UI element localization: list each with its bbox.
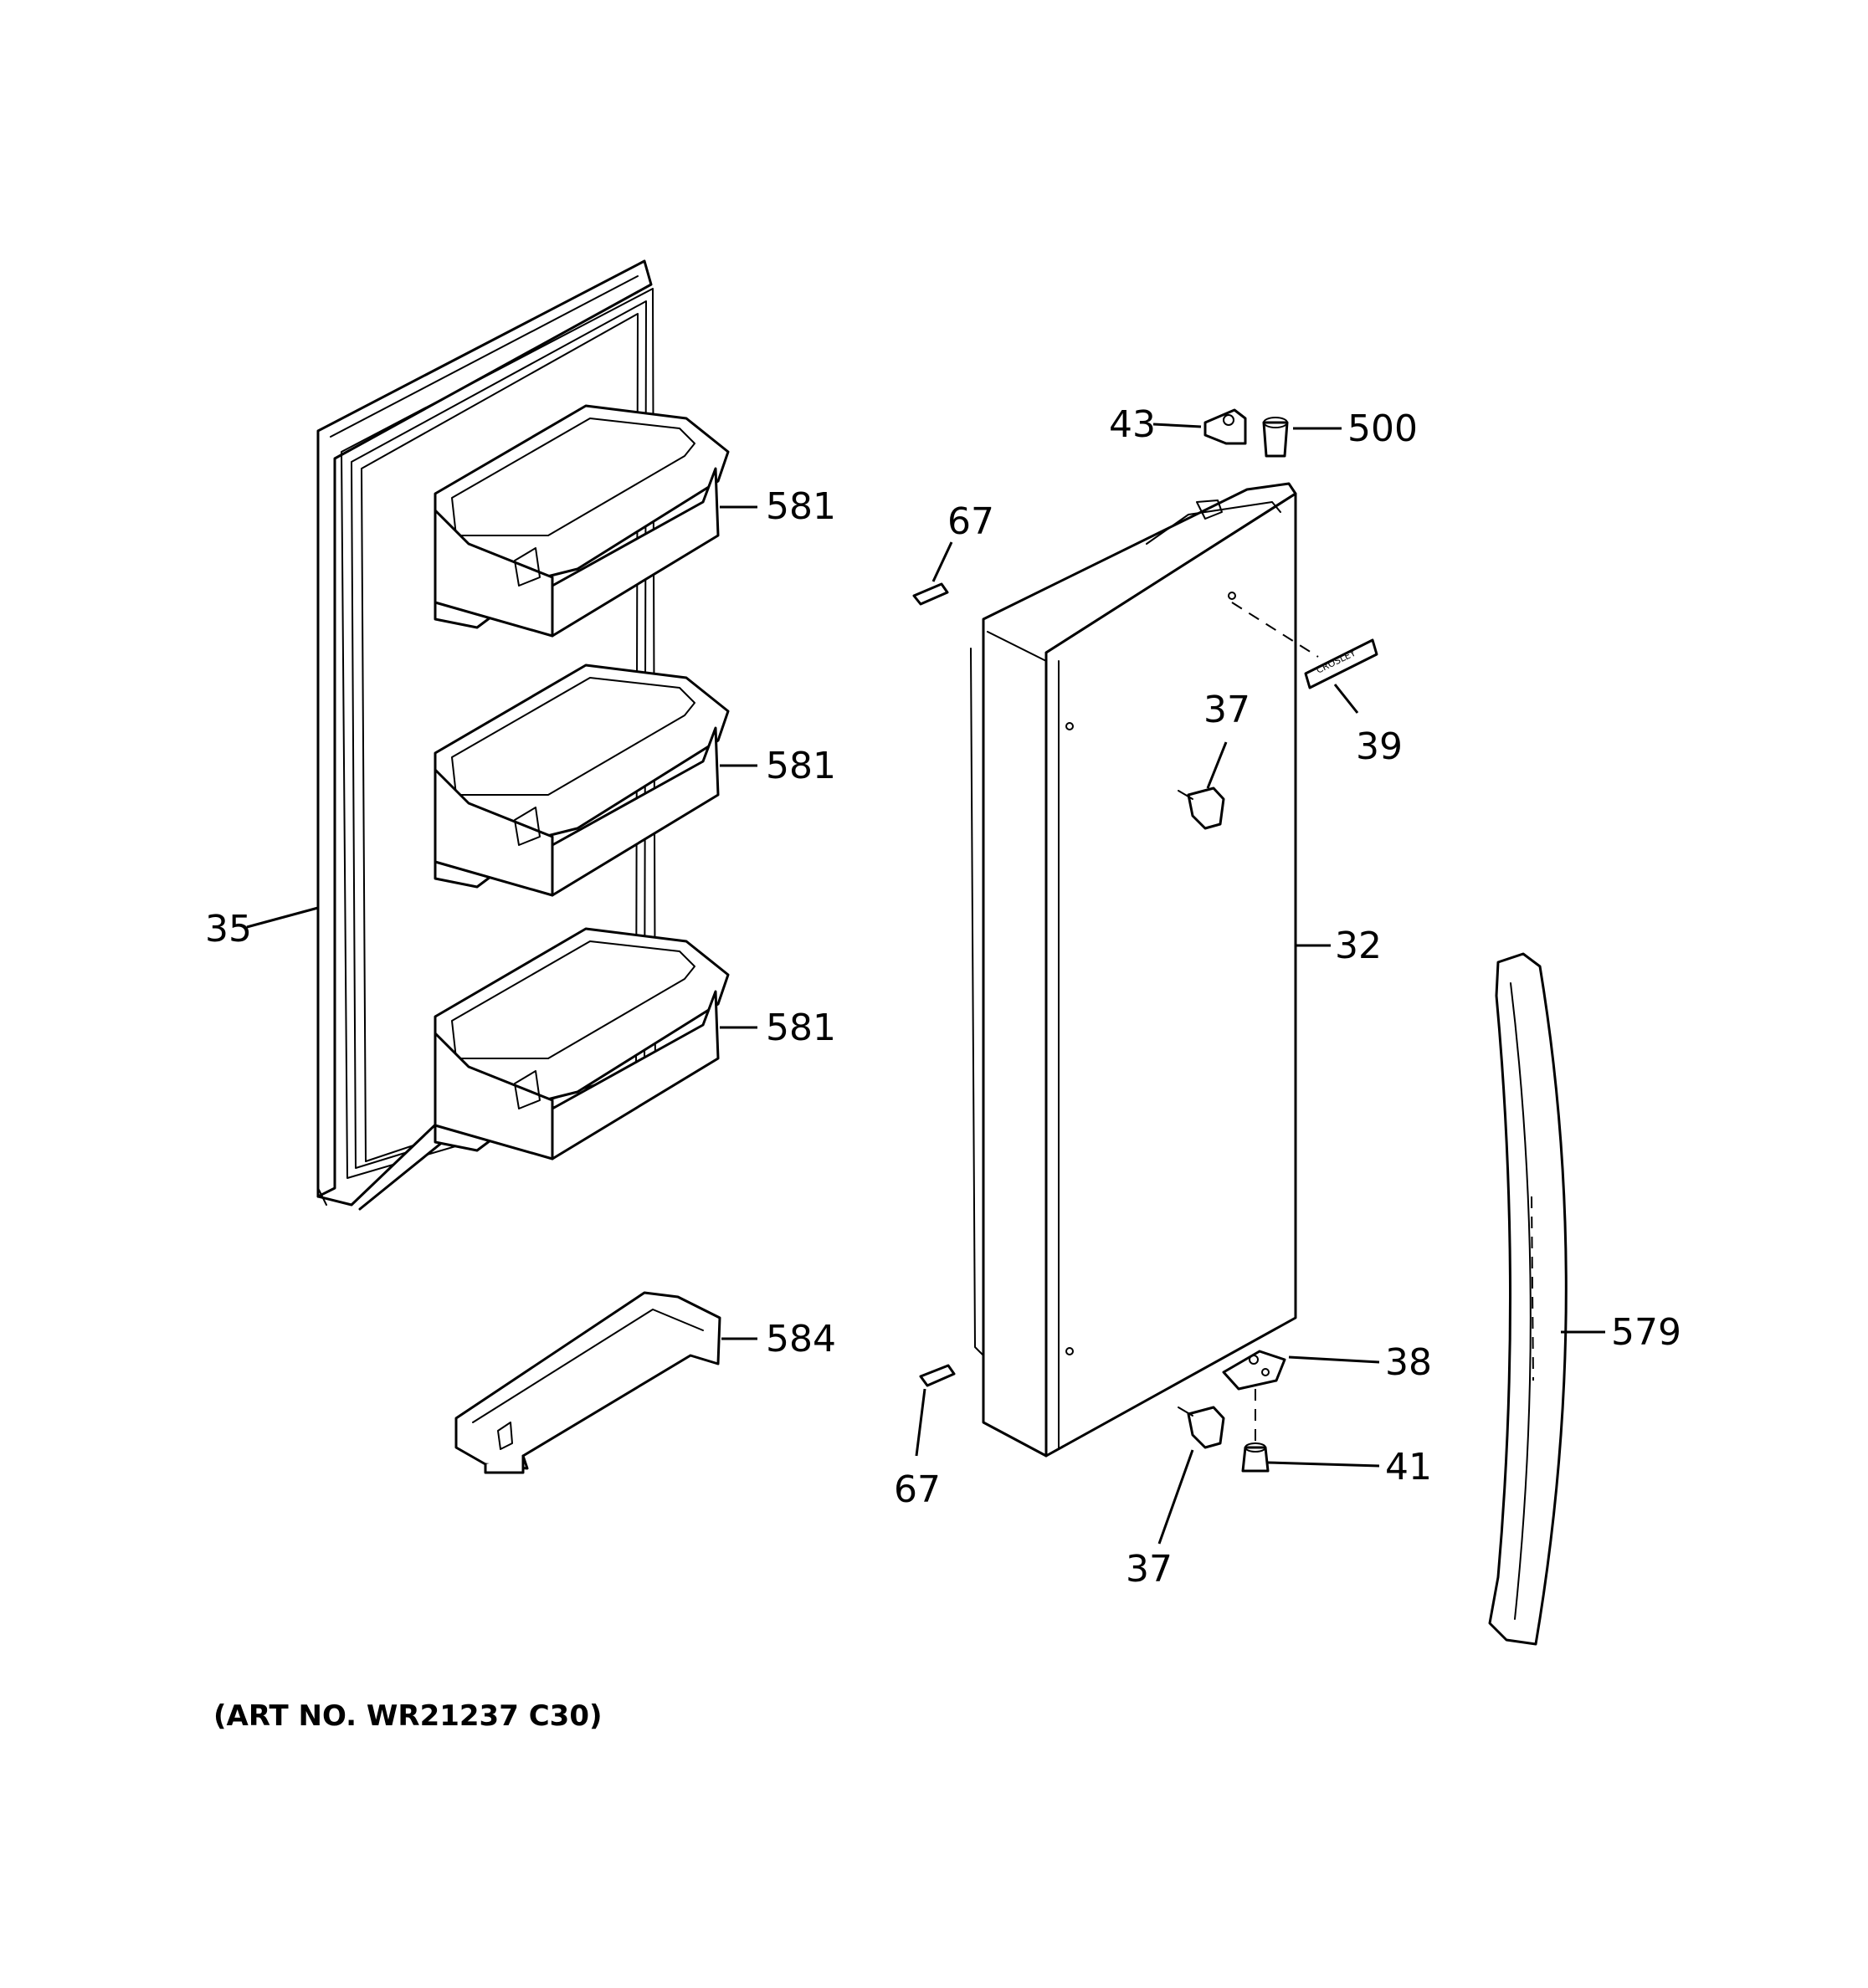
callout-584: 584: [766, 1318, 836, 1360]
hinge-cam-top: [1203, 408, 1247, 445]
callout-37-top: 37: [1203, 689, 1250, 731]
nameplate: CROSLEY: [1304, 638, 1378, 689]
bushing-bottom: [1241, 1442, 1270, 1473]
bushing-top: [1262, 417, 1289, 458]
callout-581-middle: 581: [766, 745, 836, 787]
callout-43: 43: [1109, 403, 1156, 446]
door-bin-bottom: [454, 1291, 721, 1474]
handle: [1488, 952, 1568, 1646]
callout-38: 38: [1385, 1341, 1432, 1384]
door-bin-lower: [434, 927, 730, 1161]
callout-37-bottom: 37: [1126, 1548, 1173, 1591]
door-bin-middle: [434, 664, 730, 897]
callout-581-top: 581: [766, 485, 836, 528]
callout-35: 35: [205, 908, 252, 950]
callout-581-lower: 581: [766, 1007, 836, 1049]
callout-579: 579: [1611, 1311, 1681, 1354]
callout-32: 32: [1335, 925, 1382, 967]
art-number: (ART NO. WR21237 C30): [213, 1699, 603, 1733]
door-bin-top: [434, 404, 730, 638]
callout-39: 39: [1356, 725, 1403, 768]
callout-41: 41: [1385, 1446, 1432, 1488]
leader-lines: [246, 423, 1605, 1545]
door-stop-top: [912, 582, 949, 606]
screw-top: [1178, 786, 1225, 830]
callout-67-bottom: 67: [894, 1468, 941, 1511]
hinge-bottom: [1222, 1350, 1286, 1443]
screw-bottom: [1178, 1406, 1225, 1449]
door-stop-bottom: [919, 1364, 956, 1387]
door-assembly: [970, 482, 1319, 1458]
callout-500: 500: [1347, 407, 1418, 450]
callout-67-top: 67: [947, 500, 994, 543]
